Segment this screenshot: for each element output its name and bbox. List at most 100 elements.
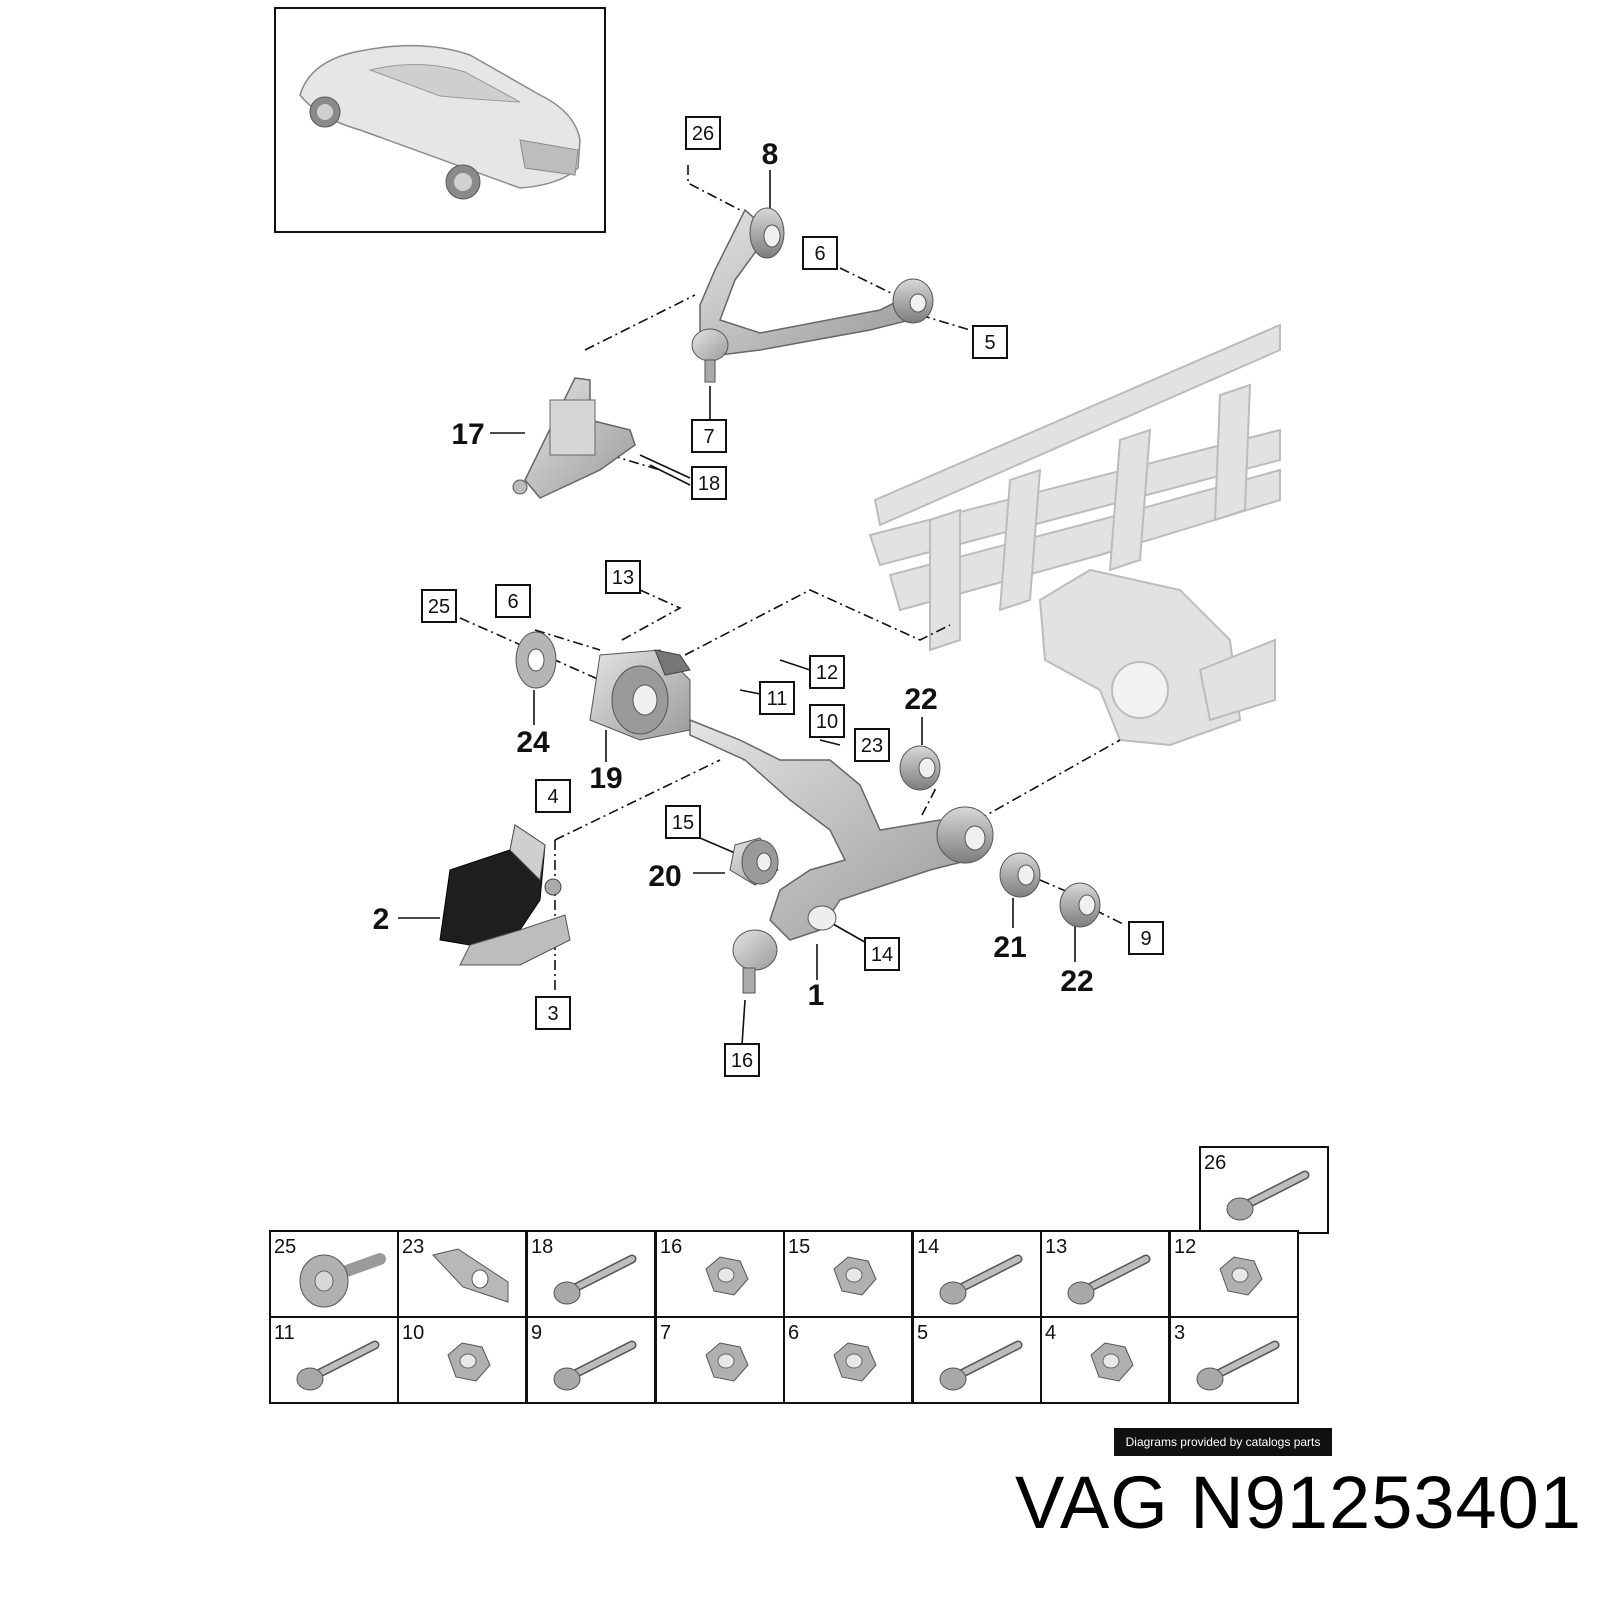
callout-4: 4 (535, 779, 571, 813)
nut-icon (705, 1342, 749, 1382)
callout-label: 14 (871, 944, 893, 966)
parts-cell-label: 15 (788, 1236, 810, 1258)
nut-icon (1090, 1342, 1134, 1382)
parts-cell-label: 4 (1045, 1322, 1056, 1344)
plate-icon (432, 1248, 509, 1303)
callout-label: 26 (692, 123, 714, 145)
callout-9: 9 (1128, 921, 1164, 955)
parts-cell-label: 5 (917, 1322, 928, 1344)
callout-label: 22 (1060, 965, 1093, 998)
height-sensor (512, 377, 636, 499)
callout-11: 11 (759, 681, 795, 715)
parts-cell-label: 23 (402, 1236, 424, 1258)
callout-label: 15 (672, 812, 694, 834)
callout-5: 5 (972, 325, 1008, 359)
heat-shield (439, 824, 571, 966)
callout-label: 10 (816, 711, 838, 733)
solid-leaders (398, 170, 1076, 1046)
callout-label: 6 (814, 243, 825, 265)
callout-label: 5 (984, 332, 995, 354)
bolt-icon (939, 1254, 1023, 1305)
callout-22: 22 (1060, 965, 1093, 998)
callout-label: 7 (703, 426, 714, 448)
callout-6: 6 (495, 584, 531, 618)
parts-cell-label: 25 (274, 1236, 296, 1258)
callout-label: 23 (861, 735, 883, 757)
parts-cell-23: 23 (397, 1230, 527, 1318)
callout-label: 16 (731, 1050, 753, 1072)
callout-10: 10 (809, 704, 845, 738)
upper-control-arm (691, 207, 934, 383)
parts-cell-label: 10 (402, 1322, 424, 1344)
parts-cell-label: 3 (1174, 1322, 1185, 1344)
parts-cell-16: 16 (655, 1230, 785, 1318)
callout-7: 7 (691, 419, 727, 453)
callout-label: 6 (507, 591, 518, 613)
parts-cell-10: 10 (397, 1316, 527, 1404)
callout-label: 19 (589, 762, 622, 795)
nut-icon (833, 1256, 877, 1296)
callout-1: 1 (808, 979, 825, 1012)
callout-17: 17 (451, 418, 484, 451)
parts-cell-4: 4 (1040, 1316, 1170, 1404)
parts-cell-3: 3 (1169, 1316, 1299, 1404)
parts-cell-14: 14 (912, 1230, 1042, 1318)
callout-label: 24 (516, 726, 550, 759)
parts-cell-label: 26 (1204, 1152, 1226, 1174)
callout-label: 13 (612, 567, 634, 589)
bolt-icon (553, 1340, 637, 1391)
eccentric-bolt-icon (299, 1253, 386, 1308)
credit-banner: Diagrams provided by catalogs parts (1114, 1428, 1332, 1456)
parts-cell-label: 9 (531, 1322, 542, 1344)
callout-18: 18 (691, 466, 727, 500)
callout-16: 16 (724, 1043, 760, 1077)
callout-20: 20 (648, 860, 681, 893)
callout-2: 2 (373, 903, 390, 936)
callout-24: 24 (516, 726, 550, 759)
parts-cell-11: 11 (269, 1316, 399, 1404)
callout-label: 11 (767, 688, 788, 710)
callout-14: 14 (864, 937, 900, 971)
parts-cell-15: 15 (783, 1230, 913, 1318)
parts-cell-label: 11 (274, 1322, 295, 1344)
bolt-icon (1067, 1254, 1151, 1305)
callout-12: 12 (809, 655, 845, 689)
callout-label: 25 (428, 596, 450, 618)
parts-cell-7: 7 (655, 1316, 785, 1404)
callout-label: 4 (547, 786, 558, 808)
callout-26: 26 (685, 116, 721, 150)
part-number-caption: VAG N91253401 (1014, 1461, 1582, 1544)
callout-3: 3 (535, 996, 571, 1030)
parts-cell-label: 18 (531, 1236, 553, 1258)
nut-icon (705, 1256, 749, 1296)
parts-cell-13: 13 (1040, 1230, 1170, 1318)
callout-label: 3 (547, 1003, 558, 1025)
small-bushings (729, 745, 1101, 928)
callout-22: 22 (904, 683, 937, 716)
parts-cell-5: 5 (912, 1316, 1042, 1404)
bolt-icon (553, 1254, 637, 1305)
callout-label: 12 (816, 662, 838, 684)
callout-6: 6 (802, 236, 838, 270)
vehicle-inset (274, 7, 606, 233)
nut-icon (833, 1342, 877, 1382)
parts-cell-label: 16 (660, 1236, 682, 1258)
callout-21: 21 (993, 931, 1026, 964)
parts-cell-18: 18 (526, 1230, 656, 1318)
callout-label: 22 (904, 683, 937, 716)
callout-25: 25 (421, 589, 457, 623)
parts-cell-label: 13 (1045, 1236, 1067, 1258)
callout-label: 8 (762, 138, 779, 171)
lower-control-arm (689, 718, 994, 994)
bolt-icon (296, 1340, 380, 1391)
callout-19: 19 (589, 762, 622, 795)
parts-cell-25: 25 (269, 1230, 399, 1318)
parts-cell-9: 9 (526, 1316, 656, 1404)
nut-icon (1219, 1256, 1263, 1296)
parts-cell-label: 14 (917, 1236, 939, 1258)
subframe (868, 323, 1281, 747)
